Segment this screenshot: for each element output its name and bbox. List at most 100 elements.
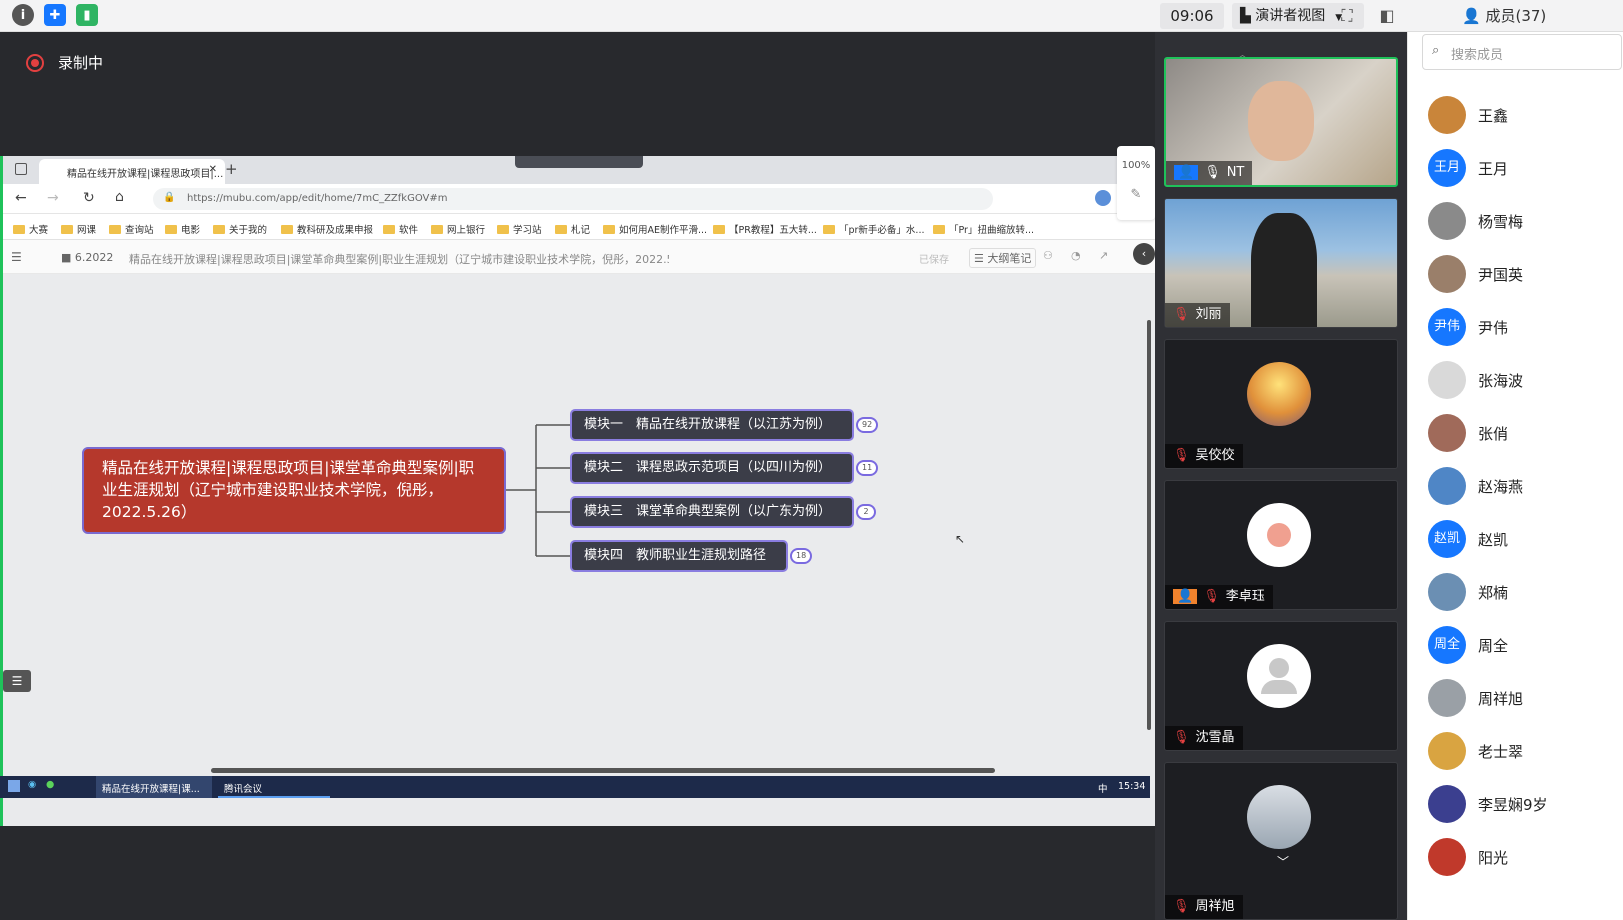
vertical-scrollbar[interactable] xyxy=(1147,320,1151,730)
bookmark-item[interactable]: 如何用AE制作平滑... xyxy=(603,222,707,236)
member-item[interactable]: 赵凯赵凯 xyxy=(1428,520,1618,560)
member-item[interactable]: 王月王月 xyxy=(1428,149,1618,189)
bookmark-item[interactable]: 软件 xyxy=(383,222,418,236)
member-item[interactable]: 李昱娴9岁 xyxy=(1428,785,1618,825)
member-item[interactable]: 尹伟尹伟 xyxy=(1428,308,1618,348)
new-tab-icon[interactable]: + xyxy=(225,160,238,178)
member-avatar xyxy=(1428,414,1466,452)
ime-indicator[interactable]: 中 xyxy=(1098,784,1108,795)
browser-tab[interactable]: 精品在线开放课程|课程思政项目|...✕ xyxy=(39,159,225,184)
video-name-tag: 👤🎙李卓珏 xyxy=(1165,585,1273,609)
member-item[interactable]: 阳光 xyxy=(1428,838,1618,878)
mic-muted-icon: 🎙 xyxy=(1173,899,1190,914)
bell-icon[interactable]: ◔ xyxy=(1071,249,1081,262)
members-count: 成员(37) xyxy=(1485,7,1547,25)
member-item[interactable]: 王鑫 xyxy=(1428,96,1618,136)
bookmark-item[interactable]: 网上银行 xyxy=(431,222,485,236)
zoom-control[interactable]: 100%✎ xyxy=(1117,146,1155,220)
export-icon[interactable]: ↗ xyxy=(1099,249,1109,262)
chevron-down-icon[interactable]: ﹀ xyxy=(1277,855,1290,869)
video-tile[interactable]: 👤🎙李卓珏 xyxy=(1164,480,1398,610)
bookmark-label: 学习站 xyxy=(513,225,542,236)
member-item[interactable]: 周全周全 xyxy=(1428,626,1618,666)
record-icon xyxy=(26,54,44,72)
member-item[interactable]: 张俏 xyxy=(1428,414,1618,454)
member-item[interactable]: 老士翠 xyxy=(1428,732,1618,772)
module-node-4[interactable]: 模块四 教师职业生涯规划路径 xyxy=(570,540,788,572)
bookmark-item[interactable]: 电影 xyxy=(165,222,200,236)
member-name: 赵海燕 xyxy=(1478,478,1524,496)
mindmap-root-node[interactable]: 精品在线开放课程|课程思政项目|课堂革命典型案例|职业生涯规划（辽宁城市建设职业… xyxy=(82,447,506,534)
member-avatar xyxy=(1428,573,1466,611)
video-tile[interactable]: 👤🎙NT xyxy=(1164,57,1398,187)
windows-start-icon[interactable] xyxy=(8,780,20,792)
fullscreen-icon[interactable]: ⛶ xyxy=(1341,6,1353,25)
profile-avatar[interactable] xyxy=(1095,190,1111,206)
outline-toggle-icon[interactable]: ☰ xyxy=(3,670,31,692)
palette-icon[interactable]: ✎ xyxy=(1130,187,1142,202)
bookmark-item[interactable]: 大赛 xyxy=(13,222,48,236)
forward-icon[interactable]: → xyxy=(47,190,59,206)
member-item[interactable]: 周祥旭 xyxy=(1428,679,1618,719)
reload-icon[interactable]: ↻ xyxy=(83,190,95,206)
shield-icon[interactable]: ✚ xyxy=(44,4,66,26)
bookmarks-bar: 大赛网课查询站电影关于我的教科研及成果申报软件网上银行 学习站 札记如何用AE制作平… xyxy=(3,214,1191,240)
signal-icon[interactable]: ▮ xyxy=(76,4,98,26)
browser-app-icon[interactable]: ◉ xyxy=(28,779,37,790)
member-item[interactable]: 张海波 xyxy=(1428,361,1618,401)
collapse-panel-icon[interactable]: ‹ xyxy=(1133,243,1155,265)
bookmark-item[interactable]: 「Pr」扭曲缩放转... xyxy=(933,222,1034,236)
bookmark-item[interactable]: 关于我的 xyxy=(213,222,267,236)
address-bar[interactable]: 🔒https://mubu.com/app/edit/home/7mC_ZZfk… xyxy=(153,188,993,210)
module-count-badge[interactable]: 92 xyxy=(856,417,879,433)
member-item[interactable]: 赵海燕 xyxy=(1428,467,1618,507)
menu-icon[interactable]: ☰ xyxy=(11,250,22,264)
bookmark-item[interactable]: 「pr新手必备」水... xyxy=(823,222,925,236)
outline-button[interactable]: ☰ 大纲笔记 xyxy=(969,248,1037,268)
taskbar-item-browser[interactable]: 精品在线开放课程|课... xyxy=(96,776,212,798)
module-count-badge[interactable]: 18 xyxy=(790,548,813,564)
tab-actions-icon[interactable] xyxy=(15,163,27,175)
member-avatar xyxy=(1428,732,1466,770)
taskbar-item-meeting[interactable]: 腾讯会议 xyxy=(218,776,330,798)
module-node-1[interactable]: 模块一 精品在线开放课程（以江苏为例） xyxy=(570,409,854,441)
search-member-input[interactable]: ⌕搜索成员 xyxy=(1422,34,1622,70)
video-tile[interactable]: 🎙吴佼佼 xyxy=(1164,339,1398,469)
module-node-3[interactable]: 模块三 课堂革命典型案例（以广东为例） xyxy=(570,496,854,528)
participant-video xyxy=(1248,81,1314,161)
speaker-view-button[interactable]: ▙ 演讲者视图▼ xyxy=(1232,3,1364,29)
bookmark-item[interactable]: 教科研及成果申报 xyxy=(281,222,373,236)
member-name: 王月 xyxy=(1478,160,1509,178)
bookmark-item[interactable]: 札记 xyxy=(555,222,590,236)
back-icon[interactable]: ← xyxy=(15,190,27,206)
close-icon[interactable]: ✕ xyxy=(208,164,217,175)
document-header: ☰ ■ 6.2022 精品在线开放课程|课程思政项目|课堂革命典型案例|职业生涯… xyxy=(3,240,1191,274)
wechat-app-icon[interactable]: ● xyxy=(46,779,55,790)
member-item[interactable]: 尹国英 xyxy=(1428,255,1618,295)
video-tile[interactable]: ﹀ 🎙周祥旭 xyxy=(1164,762,1398,920)
bookmark-item[interactable]: 查询站 xyxy=(109,222,154,236)
member-item[interactable]: 郑楠 xyxy=(1428,573,1618,613)
horizontal-scrollbar[interactable] xyxy=(211,768,995,773)
info-icon[interactable]: i xyxy=(12,4,34,26)
video-tile[interactable]: 🎙刘丽 xyxy=(1164,198,1398,328)
video-name: 吴佼佼 xyxy=(1195,448,1235,463)
module-node-2[interactable]: 模块二 课程思政示范项目（以四川为例） xyxy=(570,452,854,484)
bookmark-item[interactable]: 学习站 xyxy=(497,222,542,236)
module-count-badge[interactable]: 11 xyxy=(856,460,879,476)
breadcrumb-folder[interactable]: ■ 6.2022 xyxy=(61,251,114,264)
chevron-up-icon[interactable]: ︿ xyxy=(1237,48,1248,61)
home-icon[interactable]: ⌂ xyxy=(115,189,124,205)
module-count-badge[interactable]: 2 xyxy=(856,504,876,520)
bookmark-item[interactable]: 网课 xyxy=(61,222,96,236)
video-tile[interactable]: 🎙沈雪晶 xyxy=(1164,621,1398,751)
share-icon[interactable]: ⚇ xyxy=(1043,249,1053,262)
mindmap-canvas[interactable] xyxy=(3,274,1191,794)
member-item[interactable]: 杨雪梅 xyxy=(1428,202,1618,242)
member-name: 尹伟 xyxy=(1478,319,1509,337)
bookmark-item[interactable]: 【PR教程】五大转... xyxy=(713,222,817,236)
members-button[interactable]: 👤 成员(37) xyxy=(1462,5,1546,26)
layout-icon[interactable]: ◧ xyxy=(1379,6,1395,25)
member-avatar: 赵凯 xyxy=(1428,520,1466,558)
taskbar-item-browser-label: 精品在线开放课程|课... xyxy=(102,784,200,795)
